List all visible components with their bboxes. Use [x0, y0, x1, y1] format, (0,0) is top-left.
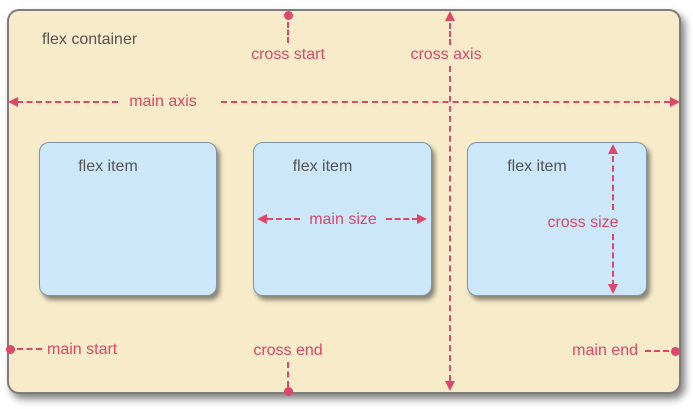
cross-axis-dashed-line-top	[449, 23, 451, 45]
cross-start-label: cross start	[251, 46, 325, 63]
main-size-dashed-line-right	[386, 218, 418, 220]
main-end-dot-icon	[671, 347, 680, 356]
cross-end-dashed-line	[287, 362, 289, 387]
flex-container-label: flex container	[42, 31, 138, 48]
main-axis-label: main axis	[129, 93, 197, 110]
main-size-right-arrowhead-icon	[417, 214, 427, 224]
flex-item-2-label: flex item	[292, 158, 353, 175]
flex-item-3-label: flex item	[507, 158, 567, 175]
cross-size-top-arrowhead-icon	[608, 144, 618, 154]
main-start-dashed-line	[17, 348, 42, 350]
main-axis-right-arrowhead-icon	[670, 97, 680, 107]
main-size-left-arrowhead-icon	[257, 214, 267, 224]
cross-axis-top-arrowhead-icon	[445, 11, 455, 21]
flex-item-1: flex item	[39, 142, 217, 296]
cross-start-dot-icon	[284, 11, 293, 20]
cross-end-dot-icon	[284, 387, 293, 396]
main-size-dashed-line-left	[267, 218, 300, 220]
main-axis-dashed-line-left	[17, 101, 118, 103]
flex-container-box: flex container flex item flex item flex …	[7, 9, 681, 394]
flex-item-3: flex item	[467, 142, 647, 296]
cross-size-dashed-line-top	[612, 156, 614, 210]
cross-size-label: cross size	[547, 214, 619, 231]
cross-axis-label: cross axis	[410, 46, 482, 63]
cross-size-dashed-line-bottom	[612, 234, 614, 286]
flex-item-1-label: flex item	[78, 158, 138, 175]
cross-axis-bottom-arrowhead-icon	[445, 381, 455, 391]
main-end-label: main end	[572, 342, 638, 359]
cross-start-dashed-line	[287, 22, 289, 43]
cross-axis-dashed-line-bottom	[449, 66, 451, 381]
main-size-label: main size	[309, 211, 377, 228]
main-axis-dashed-line-right	[221, 101, 670, 103]
cross-size-bottom-arrowhead-icon	[608, 284, 618, 294]
main-start-label: main start	[47, 341, 118, 358]
main-end-dashed-line	[645, 350, 669, 352]
main-start-dot-icon	[6, 345, 15, 354]
cross-end-label: cross end	[253, 342, 323, 359]
main-axis-left-arrowhead-icon	[8, 97, 18, 107]
